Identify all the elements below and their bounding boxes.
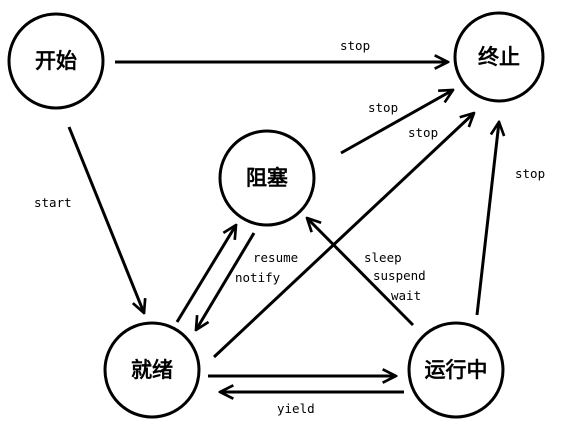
edge-ready-to-end-label: stop (408, 125, 438, 140)
edge-blocked-to-end-arrow (340, 90, 453, 155)
node-blocked-label: 阻塞 (246, 166, 289, 190)
edge-blocked-to-ready-arrow (196, 232, 256, 330)
edge-running-to-end-label: stop (515, 166, 545, 181)
edge-running-to-blocked-label-1: sleep (364, 250, 402, 265)
edge-blocked-to-end-label: stop (368, 100, 398, 115)
node-ready-label: 就绪 (131, 358, 173, 382)
edge-blocked-to-ready-label-2: notify (235, 270, 281, 285)
edge-start-to-ready-label: start (34, 195, 72, 210)
edge-running-to-end-arrow (475, 122, 499, 316)
node-end: 终止 (453, 11, 545, 103)
edge-start-to-end-label: stop (340, 38, 370, 53)
node-start-label: 开始 (35, 49, 77, 73)
node-running: 运行中 (407, 321, 505, 419)
node-ready: 就绪 (103, 321, 201, 419)
edge-blocked-to-ready-label-1: resume (253, 250, 298, 265)
node-running-label: 运行中 (425, 358, 488, 382)
edge-running-to-ready-label: yield (277, 401, 315, 416)
edge-running-to-blocked-arrow (307, 218, 415, 327)
node-blocked: 阻塞 (218, 129, 316, 227)
node-end-label: 终止 (478, 45, 520, 69)
edge-running-to-blocked-label-3: wait (391, 288, 421, 303)
edge-running-to-blocked-label-2: suspend (373, 268, 426, 283)
node-start: 开始 (7, 12, 105, 110)
edge-ready-to-blocked-arrow (175, 225, 236, 323)
edge-start-to-ready-arrow (67, 126, 144, 313)
edge-ready-to-end-arrow (212, 113, 474, 359)
